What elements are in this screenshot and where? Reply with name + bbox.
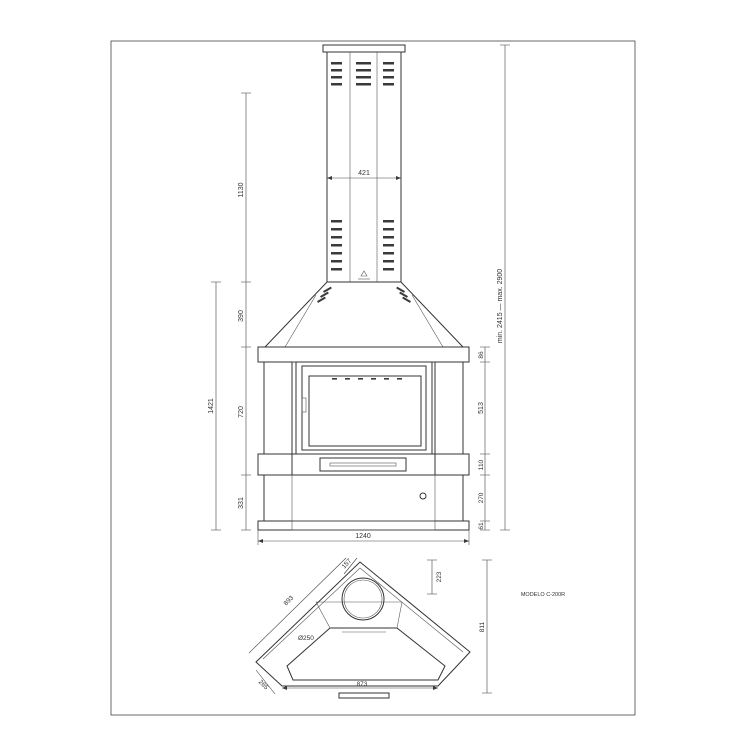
ash-drawer [319,457,407,472]
dim-upper-total: 1421 [208,398,215,414]
dim-flue-width: 421 [358,170,370,177]
top-band [257,346,470,363]
door-handle [301,397,307,413]
dim-top-band: 86 [478,351,485,359]
model-label: MODELO C-200R [521,592,565,598]
dim-flue-offset: 157 [341,557,354,570]
flue-vents-top [331,62,394,86]
flue-cap [322,44,406,53]
dim-flue-height: 1130 [238,182,245,197]
firebox-glass [308,375,422,447]
front-elevation: 421 [208,44,510,545]
air-control-knob [419,492,427,500]
lower-body [263,474,464,522]
dim-hood-height: 390 [238,310,245,322]
upper-total-dimension: 1421 [208,281,221,531]
sheet-frame [110,40,636,716]
dim-front-width: 873 [357,681,368,688]
dim-lower-panel: 270 [478,492,485,503]
dim-body-height: 720 [238,406,245,418]
plan-base-plate [338,692,390,699]
dim-corner-leg: 265 [257,679,270,692]
dim-drawer-band: 110 [478,459,485,470]
dim-base-height: 331 [238,497,245,509]
plinth [257,520,470,531]
left-dimension-chain: 1130 390 720 331 [238,92,251,531]
plan-flue-circle [341,577,385,621]
drawer-band [257,453,470,476]
dim-diagonal: 893 [283,594,296,607]
flue-body [326,51,402,283]
dim-total-range: min. 2415 — max. 2900 [497,269,504,343]
plan-outer-outline [255,561,471,687]
right-dimension-chain: 86 513 110 270 61 [478,346,490,531]
dim-side-depth: 223 [436,571,443,582]
hood-vents [317,286,411,303]
right-pillar [434,361,464,455]
dim-window: 513 [478,402,485,414]
dim-plinth: 61 [478,522,485,530]
plan-view: 157 223 893 Ø250 811 873 265 [248,557,492,699]
left-pillar [263,361,293,455]
dim-diameter: Ø250 [298,635,314,642]
dim-total-width: 1240 [355,533,371,540]
dim-total-depth: 811 [479,621,486,632]
flue-vents-bottom [331,220,394,271]
hood [263,281,465,348]
overall-height-dimension: min. 2415 — max. 2900 [497,44,510,531]
